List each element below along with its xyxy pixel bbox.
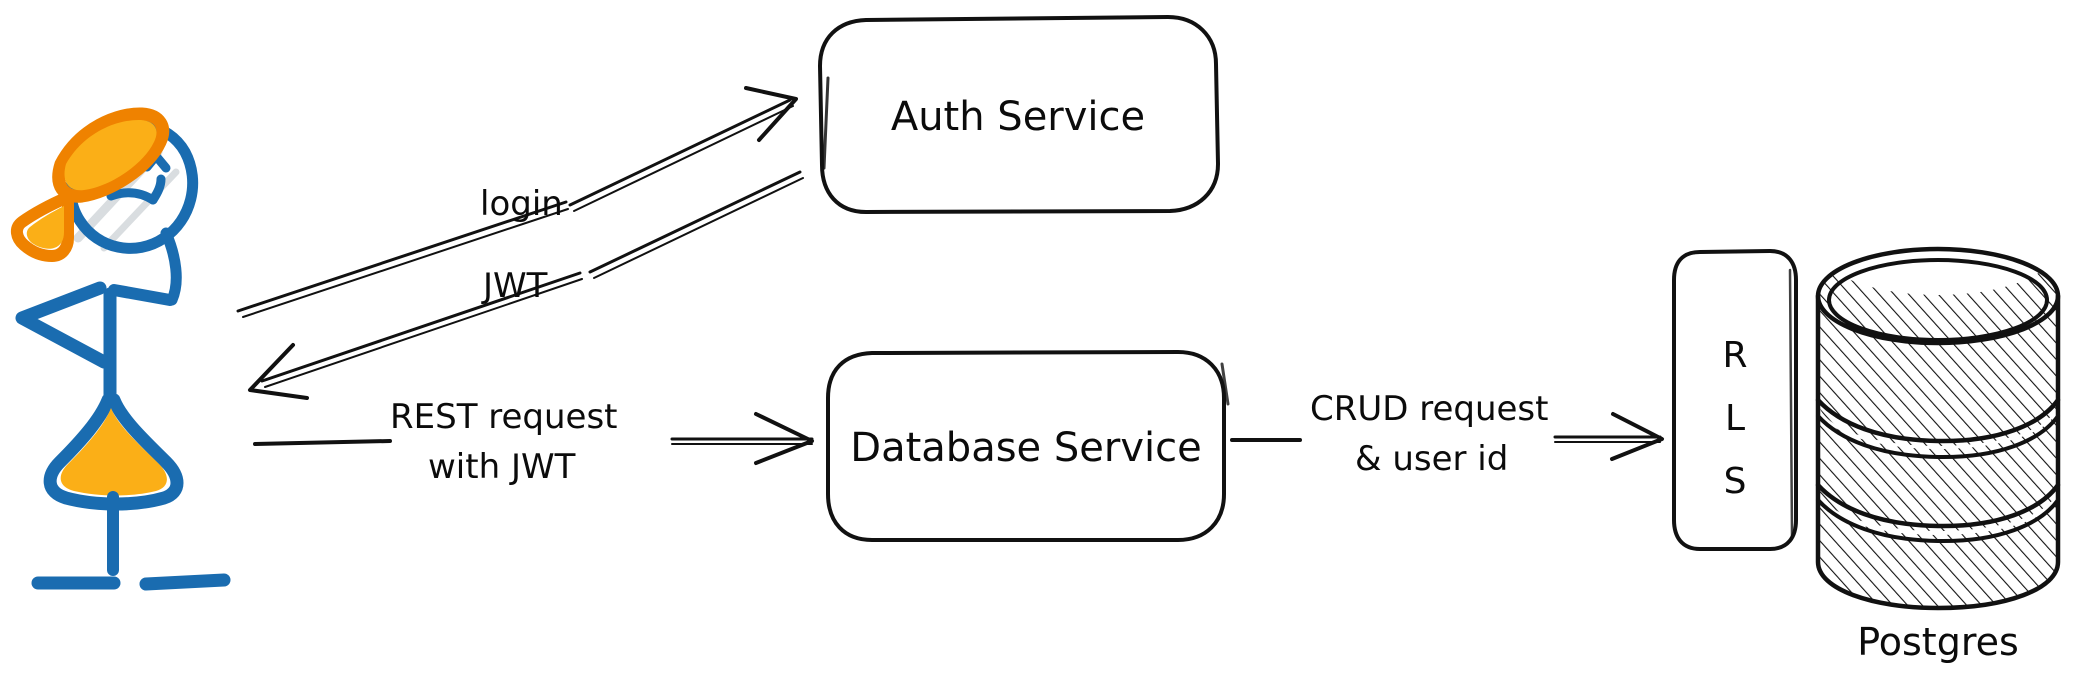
postgres-divider-1 — [1815, 397, 2061, 444]
node-database-service[interactable] — [826, 350, 1230, 542]
edge-jwt-arrowhead — [248, 343, 309, 400]
neck-and-arm — [160, 227, 182, 306]
mouth-icon-2 — [148, 174, 166, 205]
edge-jwt-line-d — [264, 278, 583, 388]
edge-login-arrowhead — [744, 86, 798, 142]
postgres-divider-1b — [1816, 414, 2060, 460]
auth-service-box-sketch-overlay — [822, 76, 830, 170]
edge-jwt-line-a — [588, 170, 802, 274]
edge-rest-label-line1: REST request — [390, 397, 618, 437]
edge-rest-line-left — [253, 439, 392, 446]
database-service-box — [826, 350, 1226, 542]
auth-service-label: Auth Service — [891, 94, 1145, 140]
edge-rest[interactable] — [253, 412, 814, 465]
auth-service-box — [818, 15, 1220, 214]
postgres-divider-2b — [1816, 498, 2060, 544]
skirt-outline — [43, 393, 184, 511]
edge-jwt[interactable] — [248, 170, 804, 400]
edge-rest-label-line2: with JWT — [428, 447, 576, 487]
database-service-label: Database Service — [850, 425, 1201, 471]
postgres-divider-2 — [1815, 482, 2061, 529]
postgres-top-inner-ellipse — [1827, 258, 2049, 342]
right-arm — [108, 284, 176, 306]
rls-label-char-l: L — [1725, 398, 1745, 439]
postgres-band-1-hatch — [1818, 250, 2058, 446]
beret-tail-fill — [26, 206, 65, 249]
edge-login-line-a — [236, 200, 568, 313]
rls-label-char-s: S — [1724, 461, 1747, 502]
edge-crud[interactable] — [1230, 412, 1664, 461]
edge-crud-arrowhead — [1610, 412, 1664, 461]
edge-login-line-b — [242, 208, 569, 318]
beret-fill — [64, 119, 157, 191]
beret-tail-icon — [11, 191, 74, 262]
edge-jwt-line-b — [593, 177, 804, 279]
edge-crud-label-line1: CRUD request — [1310, 389, 1548, 429]
edge-rest-arrowhead — [754, 412, 814, 465]
node-auth-service[interactable] — [818, 15, 1220, 214]
edge-jwt-label: JWT — [481, 266, 548, 306]
edge-jwt-line-c — [260, 271, 582, 383]
rls-box-sketch-overlay — [1788, 268, 1794, 538]
node-rls[interactable] — [1672, 249, 1798, 551]
actor-body-group — [15, 227, 231, 591]
postgres-top-ellipse — [1815, 246, 2061, 346]
rls-label-char-r: R — [1722, 335, 1747, 376]
node-postgres[interactable] — [1810, 209, 2070, 614]
edge-login-label: login — [480, 184, 563, 224]
postgres-label: Postgres — [1857, 620, 2019, 664]
database-service-box-sketch-overlay — [1220, 362, 1230, 406]
rls-box — [1672, 249, 1798, 551]
edge-crud-label-line2: & user id — [1355, 439, 1508, 479]
edge-login-line-c — [568, 98, 792, 207]
left-arm — [15, 281, 111, 369]
edge-login-line-d — [573, 105, 794, 212]
edge-login[interactable] — [236, 86, 798, 318]
right-foot — [139, 573, 231, 591]
postgres-body-outline — [1815, 293, 2061, 611]
skirt-fill — [60, 408, 167, 496]
